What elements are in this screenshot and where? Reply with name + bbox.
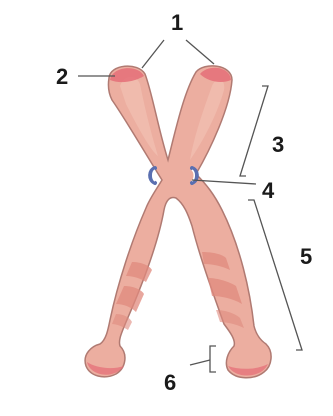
label-6: 6 — [164, 370, 176, 395]
chromosome-body — [85, 66, 271, 378]
label-4: 4 — [262, 178, 275, 203]
leader-1-right — [186, 40, 214, 64]
label-2: 2 — [56, 64, 68, 89]
label-1: 1 — [171, 10, 183, 35]
label-3: 3 — [272, 132, 284, 157]
bracket-5 — [248, 200, 302, 350]
bracket-6 — [210, 346, 216, 372]
leader-6 — [190, 360, 210, 365]
kinetochore-left — [150, 168, 155, 183]
label-5: 5 — [300, 244, 312, 269]
bracket-3 — [240, 86, 268, 176]
leader-1-left — [142, 40, 164, 68]
chromosome — [85, 66, 271, 378]
